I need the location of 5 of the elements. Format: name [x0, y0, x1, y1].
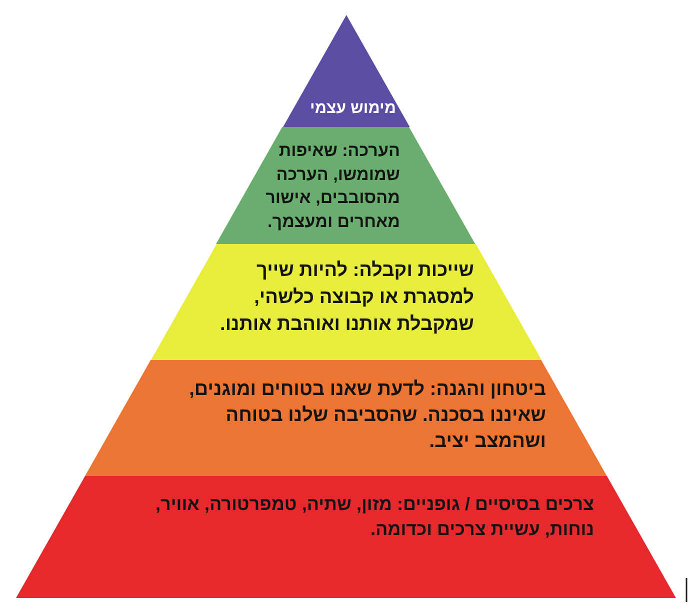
- tier-label: שייכות וקבלה: להיות שייך למסגרת או קבוצה כלשהי, שמקבלת אותנו ואוהבת אותנו.: [219, 259, 474, 337]
- tier-label: מימוש עצמי: [310, 99, 396, 118]
- tier-label: צרכים בסיסיים / גופניים: מזון, שתיה, טמפרטורה, אוויר, נוחות, עשיית צרכים וכדומה.: [154, 493, 594, 541]
- tier-label: ביטחון והגנה: לדעת שאנו בטוחים ומוגנים, שאיננו בסכנה. שהסביבה שלנו בטוחה ושהמצב יציב.: [188, 378, 546, 454]
- tier-label: הערכה: שאיפות שמומשו, הערכה מהסובבים, אישור מאחרים ומעצמך.: [264, 140, 400, 232]
